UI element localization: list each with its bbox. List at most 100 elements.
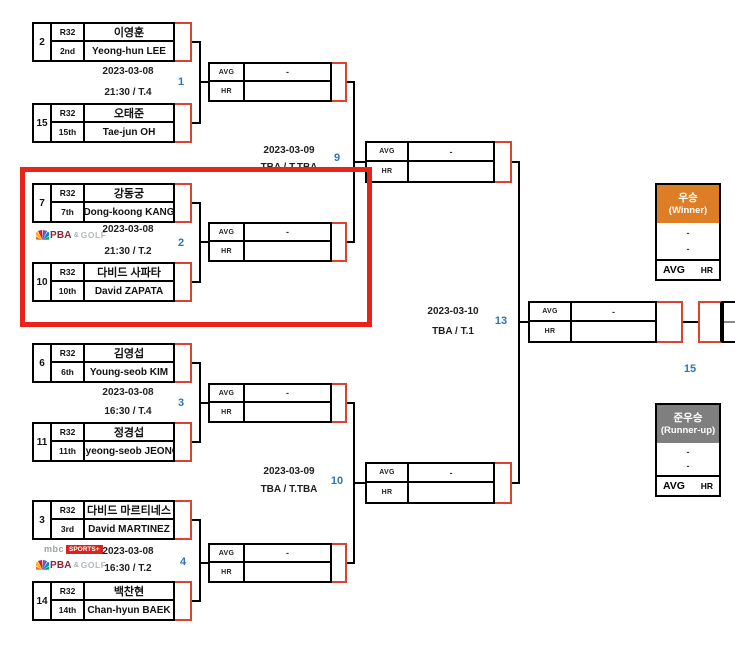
player-name-kr: 다비드 사파타 — [85, 264, 173, 282]
rank-label: 3rd — [52, 520, 85, 538]
mbc-sports-text: SPORTS+ — [66, 544, 103, 554]
pba-golf-text: GOLF — [80, 230, 107, 240]
seed-number: 2 — [34, 24, 52, 60]
rank-label: 11th — [52, 442, 85, 460]
match1-top-player-box[interactable]: 2 R32 이영훈 2nd Yeong-hun LEE — [32, 22, 175, 62]
pba-amp: & — [73, 561, 79, 569]
connector — [199, 519, 201, 602]
hr-value — [245, 403, 330, 421]
hr-label: HR — [210, 82, 245, 100]
match3-result-box: AVG - HR — [208, 383, 332, 423]
match4-top-player-box[interactable]: 3 R32 다비드 마르티네스 3rd David MARTINEZ — [32, 500, 175, 540]
runnerup-title-en: (Runner-up) — [660, 424, 716, 436]
player-name-kr: 김영섭 — [85, 345, 173, 363]
hr-value — [572, 322, 655, 341]
round-label: R32 — [52, 105, 85, 123]
avg-label: AVG — [530, 303, 572, 322]
avg-label: AVG — [367, 464, 409, 483]
seed-number: 14 — [34, 583, 52, 619]
connector — [353, 161, 365, 163]
mbc-sports-logo: mbc SPORTS+ — [44, 544, 103, 554]
match3-time: 16:30 / T.4 — [104, 406, 152, 417]
match13-number: 13 — [494, 315, 508, 327]
match13-venue: TBA / T.1 — [432, 326, 474, 337]
connector — [199, 81, 208, 83]
avg-value: - — [409, 143, 493, 162]
match13-date: 2023-03-10 — [427, 306, 479, 317]
connector — [192, 122, 199, 124]
final-slot — [698, 301, 722, 343]
mbc-logo-text: mbc — [44, 544, 65, 554]
match4-bottom-player-box[interactable]: 14 R32 백찬현 14th Chan-hyun BAEK — [32, 581, 175, 621]
runnerup-box: 준우승 (Runner-up) - - AVG HR — [655, 403, 721, 497]
match2-top-player-box[interactable]: 7 R32 강동궁 7th Dong-koong KANG — [32, 183, 175, 223]
match4-number: 4 — [179, 556, 187, 568]
match10-venue: TBA / T.TBA — [260, 484, 318, 495]
rank-label: 15th — [52, 123, 85, 141]
runnerup-body: - - — [657, 443, 719, 475]
seed-number: 10 — [34, 264, 52, 300]
match9-date: 2023-03-09 — [263, 145, 315, 156]
connector — [347, 402, 353, 404]
runnerup-footer: AVG HR — [657, 475, 719, 495]
connector — [199, 562, 208, 564]
player-name-kr: 백찬현 — [85, 583, 173, 601]
player-name-en: David MARTINEZ — [88, 523, 170, 535]
match3-top-player-box[interactable]: 6 R32 김영섭 6th Young-seob KIM — [32, 343, 175, 383]
runnerup-title-kr: 준우승 — [673, 411, 703, 424]
hr-value — [245, 82, 330, 100]
player-name-kr: 오태준 — [85, 105, 173, 123]
winner-body: - - — [657, 223, 719, 259]
match2-number: 2 — [177, 237, 185, 249]
avg-label: AVG — [663, 264, 685, 276]
match3-bottom-player-box[interactable]: 11 R32 정경섭 11th Kyeong-seob JEONG — [32, 422, 175, 462]
match10-number: 10 — [330, 475, 344, 487]
runnerup-name-slot: - — [686, 447, 690, 457]
match10-date: 2023-03-09 — [263, 466, 315, 477]
connector — [199, 402, 208, 404]
score-slot — [175, 422, 192, 462]
round-label: R32 — [52, 345, 85, 363]
connector — [347, 562, 353, 564]
player-name-en: Yeong-hun LEE — [92, 45, 166, 57]
round-label: R32 — [52, 24, 85, 42]
match13-result-box: AVG - HR — [528, 301, 657, 343]
connector — [199, 241, 208, 243]
match1-bottom-player-box[interactable]: 15 R32 오태준 15th Tae-jun OH — [32, 103, 175, 143]
player-name-en: David ZAPATA — [94, 285, 164, 297]
match2-bottom-player-box[interactable]: 10 R32 다비드 사파타 10th David ZAPATA — [32, 262, 175, 302]
peacock-icon — [36, 229, 49, 240]
connector — [192, 441, 199, 443]
connector — [192, 519, 199, 521]
hr-label: HR — [530, 322, 572, 341]
connector — [683, 321, 698, 323]
pba-golf-logo: PBA&GOLF — [36, 229, 106, 241]
player-name-kr: 이영훈 — [85, 24, 173, 42]
match1-result-box: AVG - HR — [208, 62, 332, 102]
match9-number: 9 — [333, 152, 341, 164]
avg-label: AVG — [210, 64, 245, 82]
connector — [192, 281, 199, 283]
avg-label: AVG — [210, 545, 245, 563]
hr-label: HR — [210, 403, 245, 421]
hr-label: HR — [210, 563, 245, 581]
connector — [518, 321, 528, 323]
seed-number: 11 — [34, 424, 52, 460]
highlight-rectangle — [20, 167, 372, 327]
seed-number: 3 — [34, 502, 52, 538]
connector — [192, 41, 199, 43]
match2-result-box: AVG - HR — [208, 222, 332, 262]
round-label: R32 — [52, 424, 85, 442]
seed-number: 7 — [34, 185, 52, 221]
score-slot — [175, 183, 192, 223]
score-slot — [175, 262, 192, 302]
avg-value: - — [572, 303, 655, 322]
rank-label: 6th — [52, 363, 85, 381]
connector — [192, 202, 199, 204]
winner-title-en: (Winner) — [668, 204, 708, 216]
player-name-en: Dong-koong KANG — [85, 206, 173, 218]
round-label: R32 — [52, 583, 85, 601]
winner-title-kr: 우승 — [678, 191, 698, 204]
pba-golf-logo: PBA&GOLF — [36, 559, 106, 571]
connector — [347, 81, 353, 83]
